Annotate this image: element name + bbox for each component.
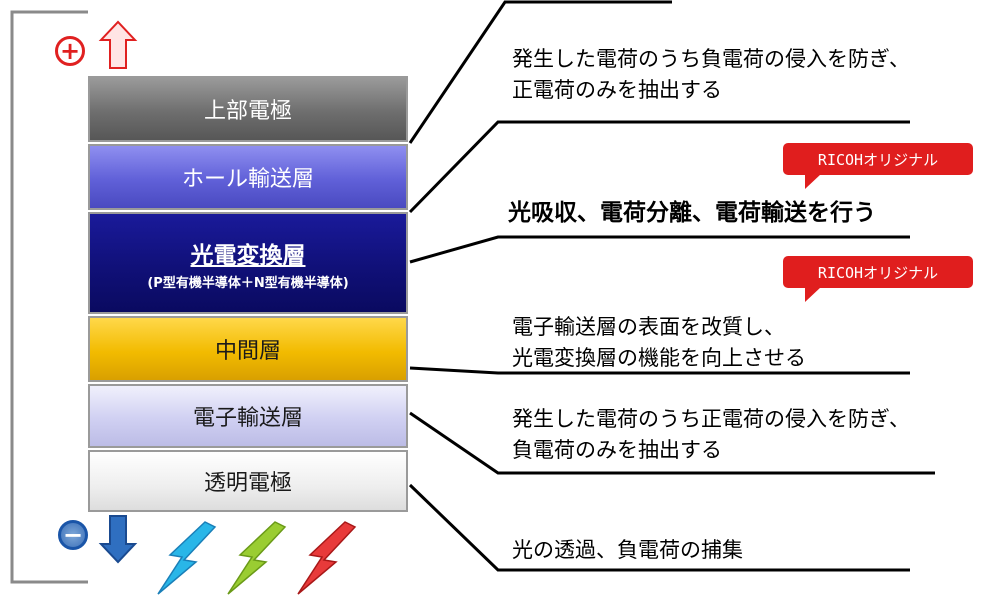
desc-line: 電子輸送層の表面を改質し、 [512,315,785,339]
ricoh-original-badge-2: RICOHオリジナル [783,256,973,302]
connector-hole [408,120,910,214]
ricoh-original-badge-1: RICOHオリジナル [783,143,973,189]
layer-label: 透明電極 [203,471,292,496]
layer-label: 中間層 [214,339,281,364]
desc-line: 発生した電荷のうち正電荷の侵入を防ぎ、 [512,407,910,431]
connector-trans [408,483,910,572]
layer-label: 電子輸送層 [192,406,303,431]
connector-mid [409,366,910,375]
desc-line: 光電変換層の機能を向上させる [512,346,806,370]
desc-intermediate: 電子輸送層の表面を改質し、 光電変換層の機能を向上させる [512,312,806,374]
connector-pv [409,235,910,264]
circuit-wire [10,10,88,584]
arrow-up-icon [98,20,138,69]
layer-label: 上部電極 [203,99,292,124]
layer-electron-transport: 電子輸送層 [88,384,408,448]
desc-line: 光の透過、負電荷の捕集 [512,538,743,562]
desc-transparent-electrode: 光の透過、負電荷の捕集 [512,535,743,566]
layer-photoelectric-conversion: 光電変換層 (P型有機半導体＋N型有機半導体) [88,212,408,314]
layer-label: ホール輸送層 [181,167,314,192]
desc-electron-transport: 発生した電荷のうち正電荷の侵入を防ぎ、 負電荷のみを抽出する [512,404,910,466]
desc-line: 発生した電荷のうち負電荷の侵入を防ぎ、 [512,47,910,71]
layer-intermediate: 中間層 [88,316,408,382]
desc-top-electrode: 発生した電荷のうち負電荷の侵入を防ぎ、 正電荷のみを抽出する [512,44,910,106]
connector-top [408,0,672,144]
minus-terminal-icon: − [58,520,88,550]
light-bolt-red-icon [297,521,357,595]
desc-line: 正電荷のみを抽出する [512,78,722,102]
layer-sublabel: (P型有機半導体＋N型有機半導体) [147,275,349,291]
arrow-down-icon [98,515,138,564]
layer-hole-transport: ホール輸送層 [88,144,408,210]
plus-terminal-icon: + [55,36,85,66]
connector-elec [409,411,935,475]
layer-transparent-electrode: 透明電極 [88,450,408,512]
light-bolt-green-icon [227,521,287,595]
desc-photoelectric: 光吸収、電荷分離、電荷輸送を行う [508,198,876,229]
layer-label: 光電変換層 [190,242,306,269]
desc-line: 光吸収、電荷分離、電荷輸送を行う [508,200,876,226]
layer-top-electrode: 上部電極 [88,76,408,142]
desc-line: 負電荷のみを抽出する [512,438,722,462]
light-bolt-blue-icon [157,521,217,595]
